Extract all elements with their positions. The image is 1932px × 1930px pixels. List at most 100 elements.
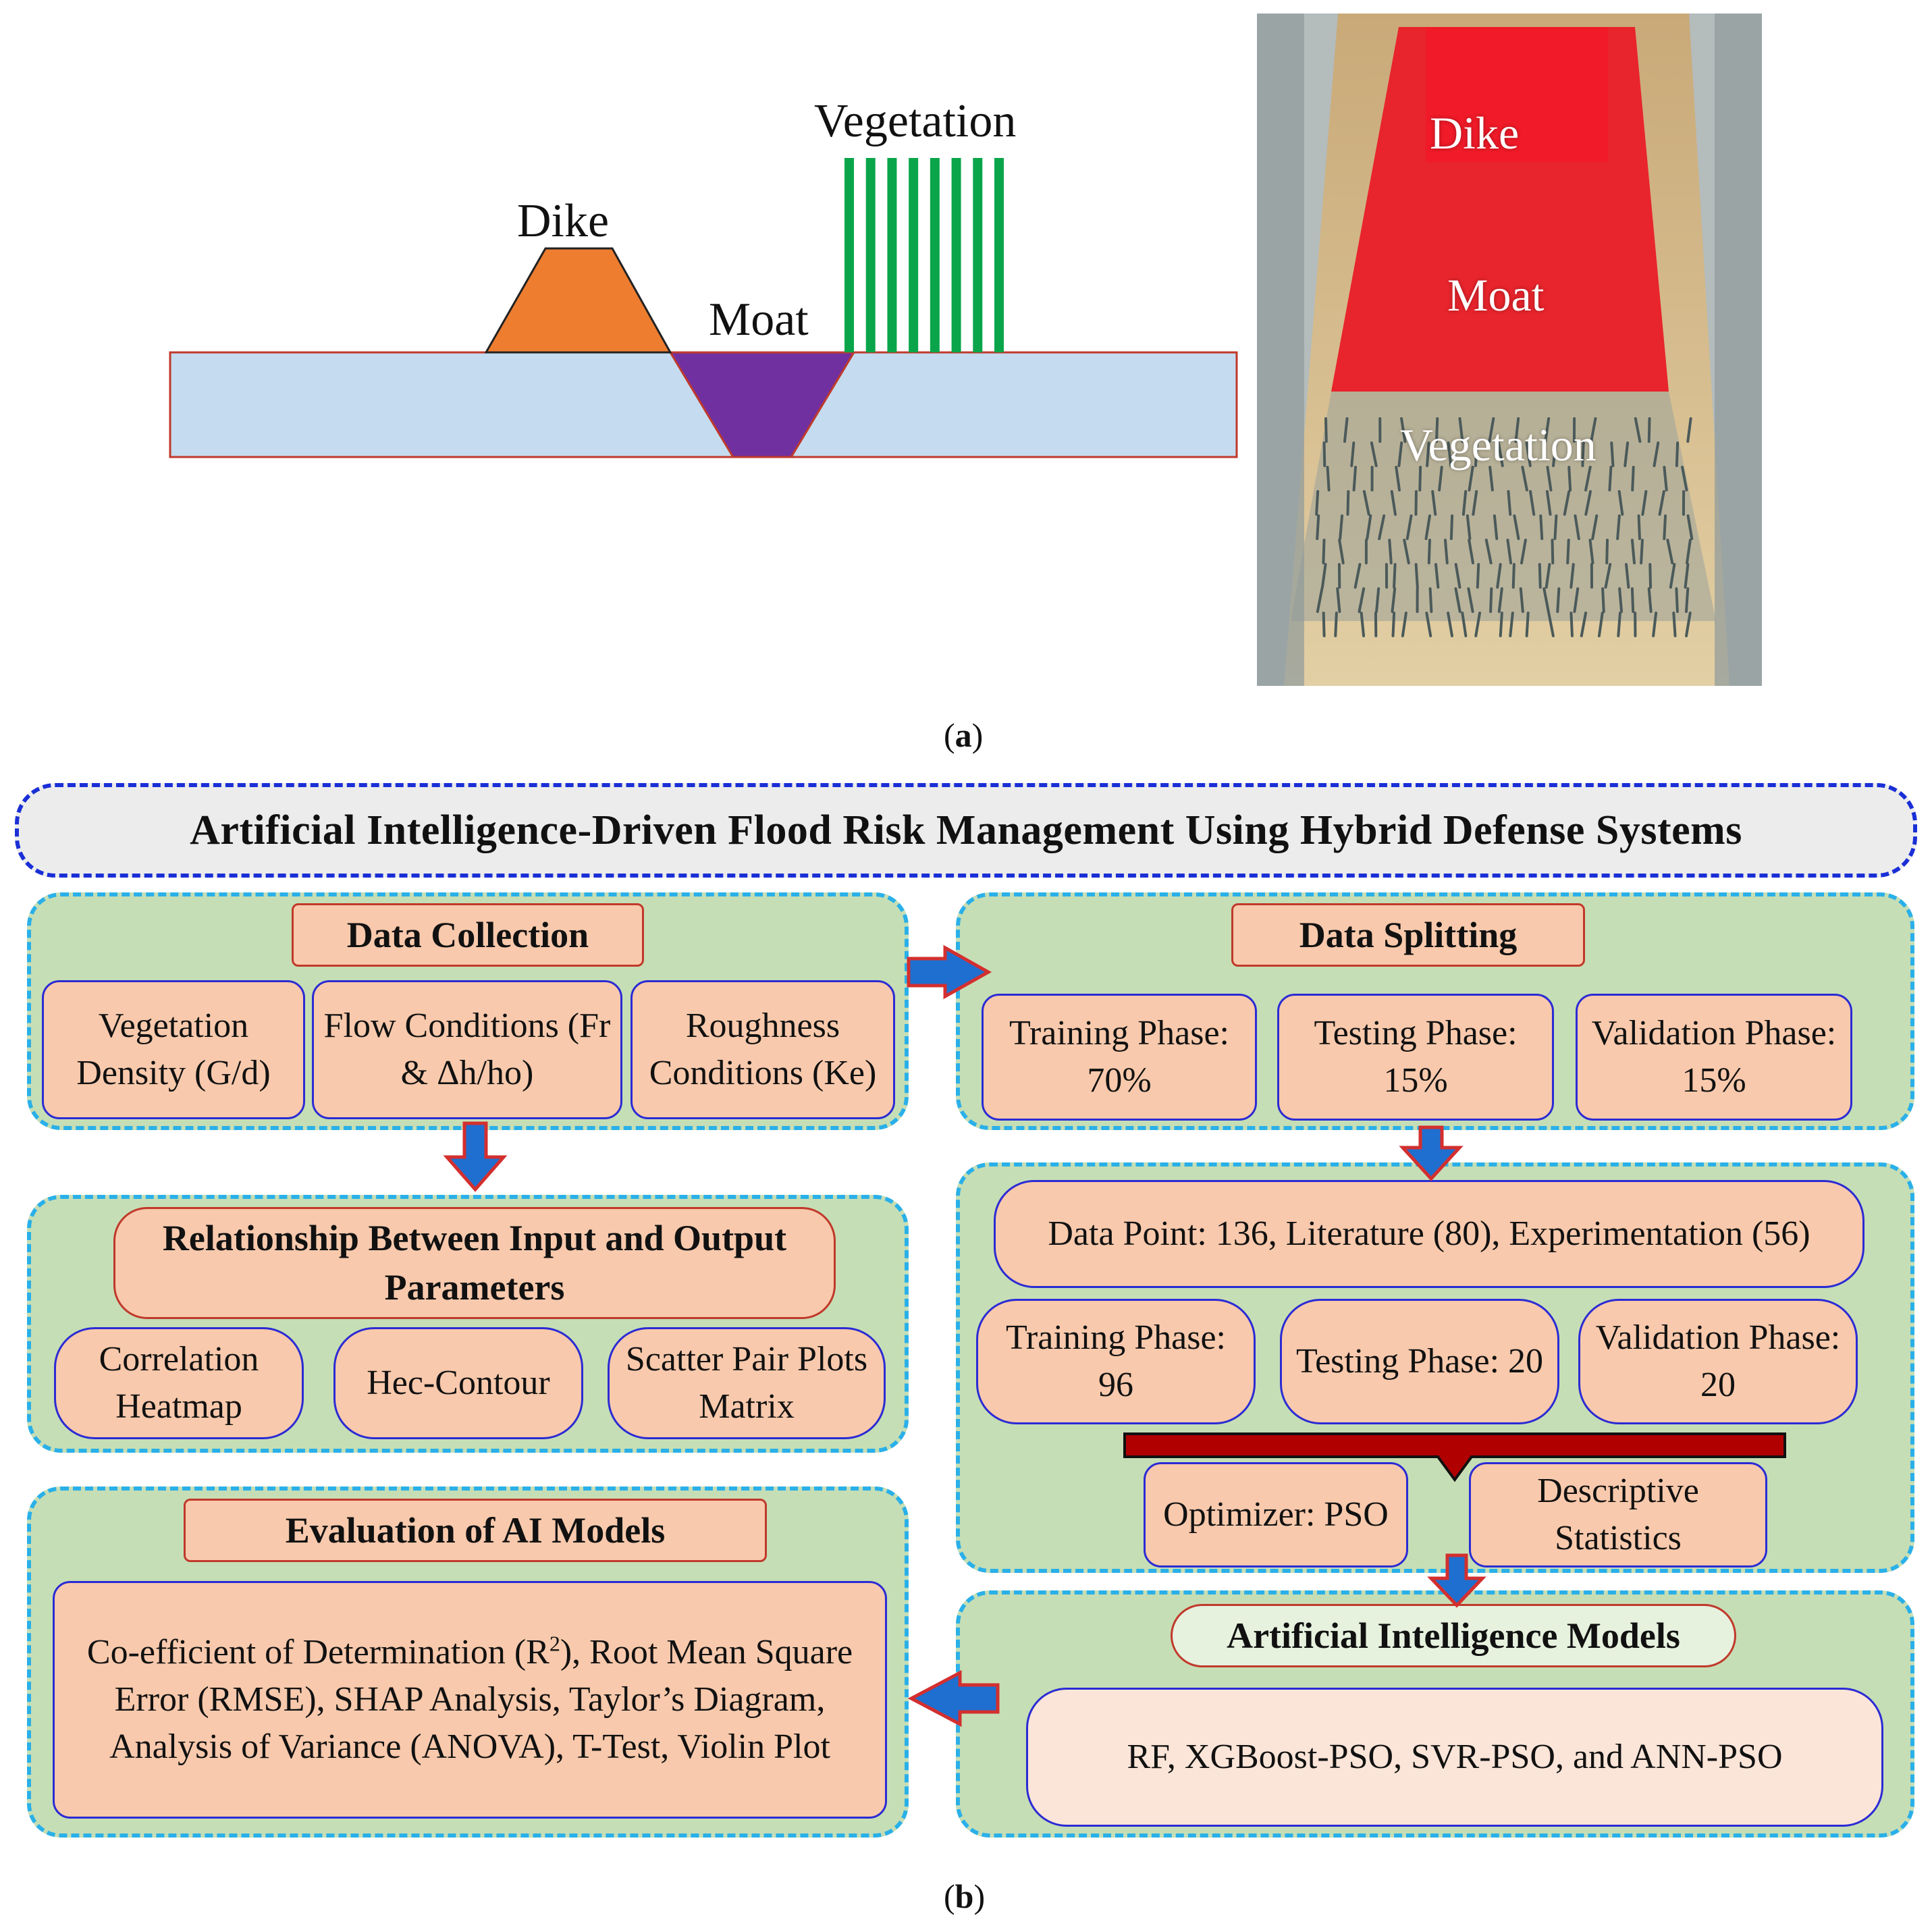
- vegetation-stem: [930, 158, 940, 352]
- photo-rod: [1653, 441, 1660, 467]
- moat-label: Moat: [709, 294, 809, 346]
- photo-rod: [1388, 539, 1393, 564]
- scatter-pair-plots-box: Scatter Pair Plots Matrix: [608, 1327, 886, 1439]
- photo-rod: [1521, 466, 1528, 491]
- photo-rod: [1468, 539, 1474, 564]
- photo-rod: [1604, 563, 1612, 589]
- photo-rod: [1322, 539, 1326, 564]
- photo-rod: [1488, 417, 1495, 443]
- photo-rod: [1624, 441, 1630, 467]
- ai-models-header: Artificial Intelligence Models: [1171, 1604, 1736, 1667]
- photo-rod: [1610, 441, 1615, 467]
- photo-rod: [1395, 466, 1401, 491]
- optimizer-box: Optimizer: PSO: [1144, 1462, 1408, 1567]
- arrow-collection-to-splitting: [907, 944, 992, 1000]
- photo-rod: [1339, 514, 1344, 540]
- photo-rod: [1539, 514, 1544, 540]
- photo-rod: [1569, 612, 1574, 637]
- photo-rod: [1474, 441, 1479, 467]
- flow-conditions-box: Flow Conditions (Fr & Δh/ho): [312, 980, 622, 1119]
- photo-rod: [1497, 441, 1504, 467]
- photo-rod: [1563, 490, 1571, 516]
- data-point-summary-box: Data Point: 136, Literature (80), Experi…: [994, 1180, 1864, 1288]
- photo-rod: [1630, 587, 1635, 613]
- photo-rod: [1529, 490, 1536, 516]
- photo-rod: [1509, 612, 1514, 637]
- photo-rod: [1405, 514, 1413, 540]
- photo-rod: [1601, 587, 1605, 613]
- photo-rod: [1362, 490, 1370, 516]
- photo-rod: [1631, 466, 1635, 491]
- photo-rod: [1546, 466, 1553, 491]
- photo-rod: [1360, 612, 1366, 637]
- photo-rod: [1663, 466, 1668, 491]
- validation-phase-percent-box: Validation Phase: 15%: [1576, 994, 1852, 1121]
- vegetation-density-box: Vegetation Density (G/d): [42, 980, 305, 1119]
- photo-dike-label: Dike: [1430, 107, 1520, 159]
- evaluation-header: Evaluation of AI Models: [184, 1499, 767, 1562]
- vegetation-stem: [844, 158, 854, 352]
- photo-rod: [1428, 587, 1433, 613]
- photo-rod: [1640, 539, 1644, 564]
- photo-rod: [1375, 587, 1380, 613]
- vegetation-stem: [909, 158, 919, 352]
- photo-rod: [1427, 539, 1431, 564]
- photo-rod: [1590, 417, 1597, 443]
- vegetation-stems: [844, 158, 1004, 352]
- photo-rod: [1438, 466, 1443, 491]
- photo-rod: [1591, 514, 1599, 540]
- testing-phase-percent-box: Testing Phase: 15%: [1277, 994, 1554, 1121]
- photo-rod: [1652, 612, 1658, 637]
- photo-rod: [1675, 587, 1679, 613]
- photo-rod: [1431, 490, 1437, 516]
- photo-rod: [1391, 612, 1396, 637]
- merge-bracket: [1123, 1432, 1786, 1482]
- hec-contour-box: Hec-Contour: [333, 1327, 583, 1439]
- flowchart-title: Artificial Intelligence-Driven Flood Ris…: [15, 783, 1917, 878]
- photo-rod: [1461, 612, 1468, 637]
- photo-rod: [1573, 587, 1580, 613]
- photo-vegetation-rods: [1315, 417, 1694, 637]
- photo-rod: [1358, 587, 1366, 613]
- photo-rod: [1547, 612, 1555, 637]
- caption-a: (a): [944, 716, 984, 754]
- photo-rod: [1447, 441, 1453, 467]
- photo-rod: [1484, 539, 1493, 564]
- photo-rod: [1617, 490, 1624, 516]
- photo-rod: [1352, 466, 1358, 491]
- photo-rod: [1597, 612, 1604, 637]
- photo-rod: [1366, 514, 1372, 540]
- photo-rod: [1350, 441, 1356, 467]
- training-phase-count-box: Training Phase: 96: [976, 1299, 1256, 1424]
- vegetation-stem: [994, 158, 1004, 352]
- photo-rod: [1525, 612, 1530, 637]
- ai-models-list-box: RF, XGBoost-PSO, SVR-PSO, and ANN-PSO: [1026, 1688, 1883, 1827]
- photo-rod: [1634, 417, 1642, 443]
- moat-shape: [668, 351, 856, 458]
- photo-rod: [1391, 587, 1397, 613]
- dike-shape: [484, 247, 672, 354]
- photo-rod: [1566, 539, 1570, 564]
- photo-rod: [1434, 563, 1440, 589]
- photo-rod: [1675, 441, 1680, 467]
- photo-rod: [1567, 466, 1572, 491]
- vegetation-stem: [887, 158, 897, 352]
- photo-rod: [1569, 563, 1575, 589]
- dike-label: Dike: [517, 195, 610, 247]
- evaluation-metrics-box: Co-efficient of Determination (R2), Root…: [53, 1581, 887, 1819]
- data-splitting-header: Data Splitting: [1231, 903, 1585, 967]
- photo-rod: [1454, 563, 1461, 589]
- arrow-models-to-evaluation: [907, 1669, 1000, 1727]
- cross-section-diagram: [169, 158, 1238, 458]
- photo-rod: [1488, 466, 1494, 491]
- photo-rod: [1658, 490, 1665, 516]
- photo-rod: [1370, 441, 1378, 467]
- photo-rod: [1467, 587, 1474, 613]
- photo-rod: [1552, 441, 1557, 467]
- vegetation-label: Vegetation: [814, 95, 1017, 147]
- photo-rod: [1520, 539, 1527, 564]
- photo-rod: [1581, 441, 1585, 467]
- photo-rod: [1401, 612, 1407, 637]
- photo-rod: [1447, 612, 1454, 637]
